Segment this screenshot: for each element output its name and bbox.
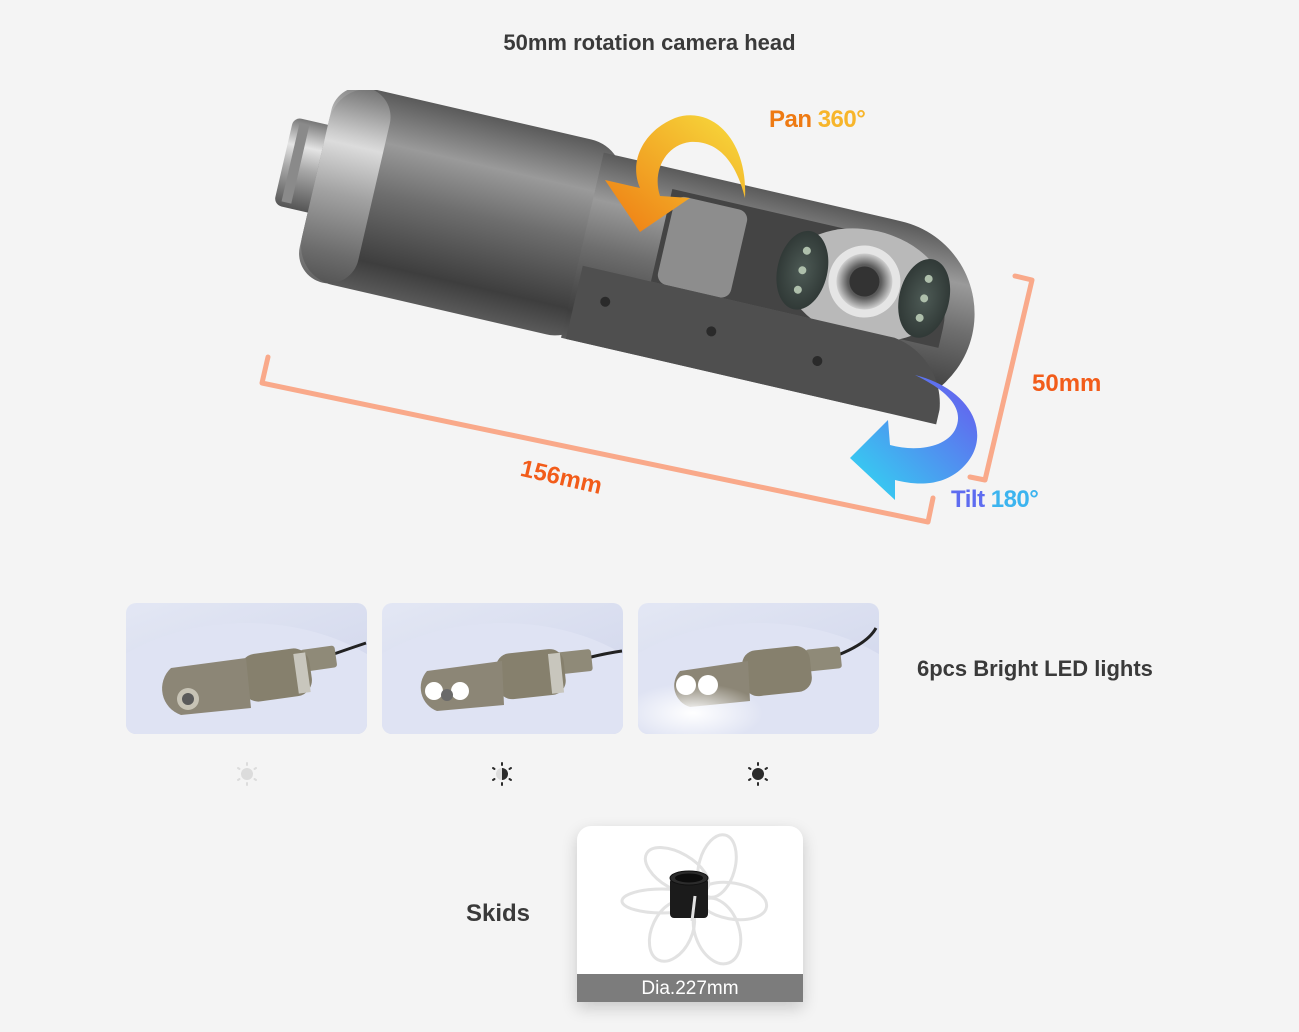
brightness-low-icon xyxy=(237,762,257,786)
led-high-photo xyxy=(638,603,879,734)
skid-image xyxy=(620,833,769,966)
brightness-half-icon xyxy=(492,762,512,786)
page-title: 50mm rotation camera head xyxy=(503,30,796,55)
led-medium-photo xyxy=(382,603,623,734)
height-dimension-label: 50mm xyxy=(1032,370,1102,397)
led-caption: 6pcs Bright LED lights xyxy=(917,656,1153,681)
skid-diameter-caption: Dia.227mm xyxy=(577,974,803,1002)
skid-card: Dia.227mm xyxy=(577,826,803,1002)
tilt-word: Tilt xyxy=(951,486,985,513)
pan-word: Pan xyxy=(769,106,812,133)
brightness-full-icon xyxy=(748,762,768,786)
tilt-rotation-label: Tilt 180° xyxy=(951,486,1039,514)
led-off-photo xyxy=(126,603,367,734)
skids-label: Skids xyxy=(466,900,531,927)
pan-rotation-label: Pan 360° xyxy=(769,106,866,134)
pan-value: 360° xyxy=(817,106,866,133)
camera-head-illustration xyxy=(250,86,1070,540)
tilt-value: 180° xyxy=(990,486,1039,513)
